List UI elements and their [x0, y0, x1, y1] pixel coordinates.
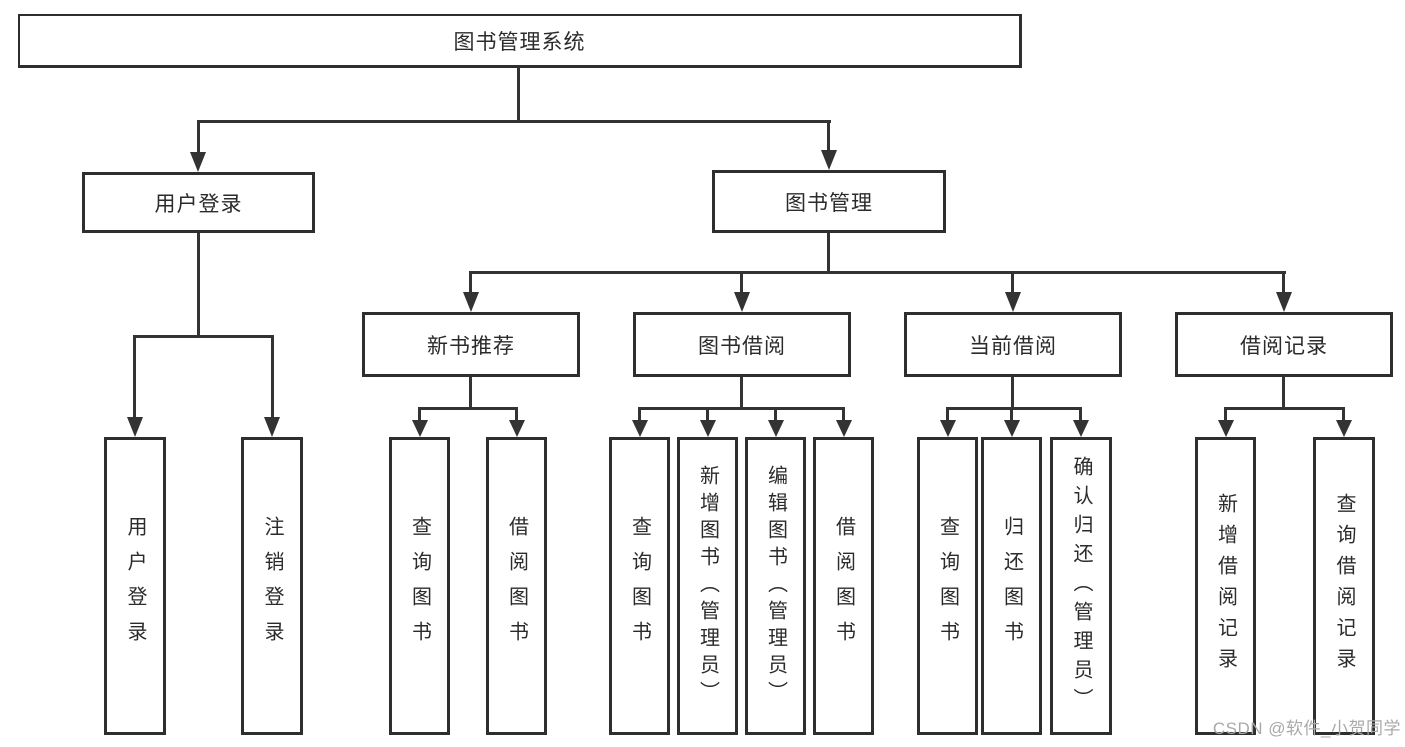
- leaf-current-confirm-return: 确认归还（管理员）: [1050, 437, 1112, 735]
- connector-line: [197, 233, 200, 338]
- connector-line: [946, 407, 1082, 410]
- leaf-borrowing-query-books-label: 查询图书: [628, 516, 651, 656]
- connector-line: [1010, 407, 1013, 421]
- connector-line: [1079, 407, 1082, 421]
- connector-line: [827, 233, 830, 274]
- connector-line: [740, 377, 743, 410]
- leaf-records-query-record-label: 查询借阅记录: [1333, 493, 1355, 679]
- node-book-management-label: 图书管理: [785, 191, 873, 215]
- connector-line: [774, 407, 777, 421]
- node-current-borrowing: 当前借阅: [904, 312, 1122, 377]
- arrowhead: [821, 150, 837, 170]
- arrowhead: [632, 420, 648, 437]
- leaf-borrowing-query-books: 查询图书: [609, 437, 670, 735]
- connector-line: [271, 335, 274, 419]
- node-current-borrowing-label: 当前借阅: [969, 334, 1057, 358]
- connector-line: [197, 120, 200, 154]
- connector-line: [515, 407, 518, 421]
- node-book-borrowing-label: 图书借阅: [698, 334, 786, 358]
- arrowhead: [700, 420, 716, 437]
- leaf-current-confirm-return-label: 确认归还（管理员）: [1070, 455, 1092, 717]
- node-user-login-branch-label: 用户登录: [154, 192, 243, 216]
- connector-line: [418, 407, 518, 410]
- leaf-borrowing-edit-books: 编辑图书（管理员）: [745, 437, 806, 735]
- arrowhead: [264, 417, 280, 437]
- connector-line: [842, 407, 845, 421]
- node-root-label: 图书管理系统: [453, 30, 586, 54]
- connector-line: [133, 335, 136, 419]
- leaf-records-add-record: 新增借阅记录: [1195, 437, 1256, 735]
- leaf-borrowing-borrow-books-label: 借阅图书: [832, 516, 855, 656]
- watermark: CSDN @软件_小贺同学: [1212, 719, 1401, 738]
- node-new-book-recommend-label: 新书推荐: [427, 334, 515, 358]
- leaf-borrowing-add-books: 新增图书（管理员）: [677, 437, 738, 735]
- connector-line: [706, 407, 709, 421]
- leaf-recommend-borrow-books: 借阅图书: [486, 437, 547, 735]
- connector-line: [827, 120, 830, 152]
- connector-line: [740, 271, 743, 295]
- arrowhead: [463, 292, 479, 312]
- connector-line: [1011, 377, 1014, 410]
- arrowhead: [836, 420, 852, 437]
- connector-line: [1224, 407, 1345, 410]
- leaf-current-return-books-label: 归还图书: [1000, 516, 1023, 656]
- leaf-borrowing-edit-books-label: 编辑图书（管理员）: [764, 464, 787, 708]
- connector-line: [1011, 271, 1014, 295]
- node-book-borrowing: 图书借阅: [633, 312, 851, 377]
- arrowhead: [1218, 420, 1234, 437]
- node-borrowing-records: 借阅记录: [1175, 312, 1393, 377]
- leaf-records-query-record: 查询借阅记录: [1313, 437, 1375, 735]
- node-new-book-recommend: 新书推荐: [362, 312, 580, 377]
- arrowhead: [1004, 420, 1020, 437]
- leaf-user-login: 用户登录: [104, 437, 166, 735]
- arrowhead: [509, 420, 525, 437]
- connector-line: [1224, 407, 1227, 421]
- arrowhead: [190, 152, 206, 172]
- leaf-borrowing-borrow-books: 借阅图书: [813, 437, 874, 735]
- connector-line: [133, 335, 274, 338]
- leaf-recommend-query-books: 查询图书: [389, 437, 450, 735]
- connector-line: [638, 407, 845, 410]
- leaf-recommend-borrow-books-label: 借阅图书: [505, 516, 528, 656]
- leaf-logout-label: 注销登录: [261, 516, 283, 656]
- leaf-user-login-label: 用户登录: [124, 516, 146, 656]
- arrowhead: [1005, 292, 1021, 312]
- connector-line: [946, 407, 949, 421]
- node-user-login-branch: 用户登录: [82, 172, 315, 233]
- connector-line: [1342, 407, 1345, 421]
- arrowhead: [768, 420, 784, 437]
- arrowhead: [412, 420, 428, 437]
- arrowhead: [940, 420, 956, 437]
- connector-line: [1282, 377, 1285, 410]
- leaf-logout: 注销登录: [241, 437, 303, 735]
- connector-line: [469, 271, 472, 295]
- node-borrowing-records-label: 借阅记录: [1240, 334, 1328, 358]
- connector-line: [469, 377, 472, 410]
- connector-line: [638, 407, 641, 421]
- leaf-recommend-query-books-label: 查询图书: [408, 516, 431, 656]
- arrowhead: [1336, 420, 1352, 437]
- leaf-records-add-record-label: 新增借阅记录: [1214, 493, 1237, 679]
- connector-line: [418, 407, 421, 421]
- connector-line: [469, 271, 1286, 274]
- arrowhead: [127, 417, 143, 437]
- node-book-management: 图书管理: [712, 170, 946, 233]
- connector-line: [517, 68, 520, 123]
- leaf-current-return-books: 归还图书: [981, 437, 1042, 735]
- arrowhead: [1276, 292, 1292, 312]
- node-root: 图书管理系统: [18, 14, 1022, 68]
- connector-line: [1282, 271, 1285, 295]
- arrowhead: [1073, 420, 1089, 437]
- leaf-current-query-books: 查询图书: [917, 437, 978, 735]
- connector-line: [197, 120, 831, 123]
- leaf-current-query-books-label: 查询图书: [936, 516, 959, 656]
- leaf-borrowing-add-books-label: 新增图书（管理员）: [696, 464, 719, 708]
- arrowhead: [734, 292, 750, 312]
